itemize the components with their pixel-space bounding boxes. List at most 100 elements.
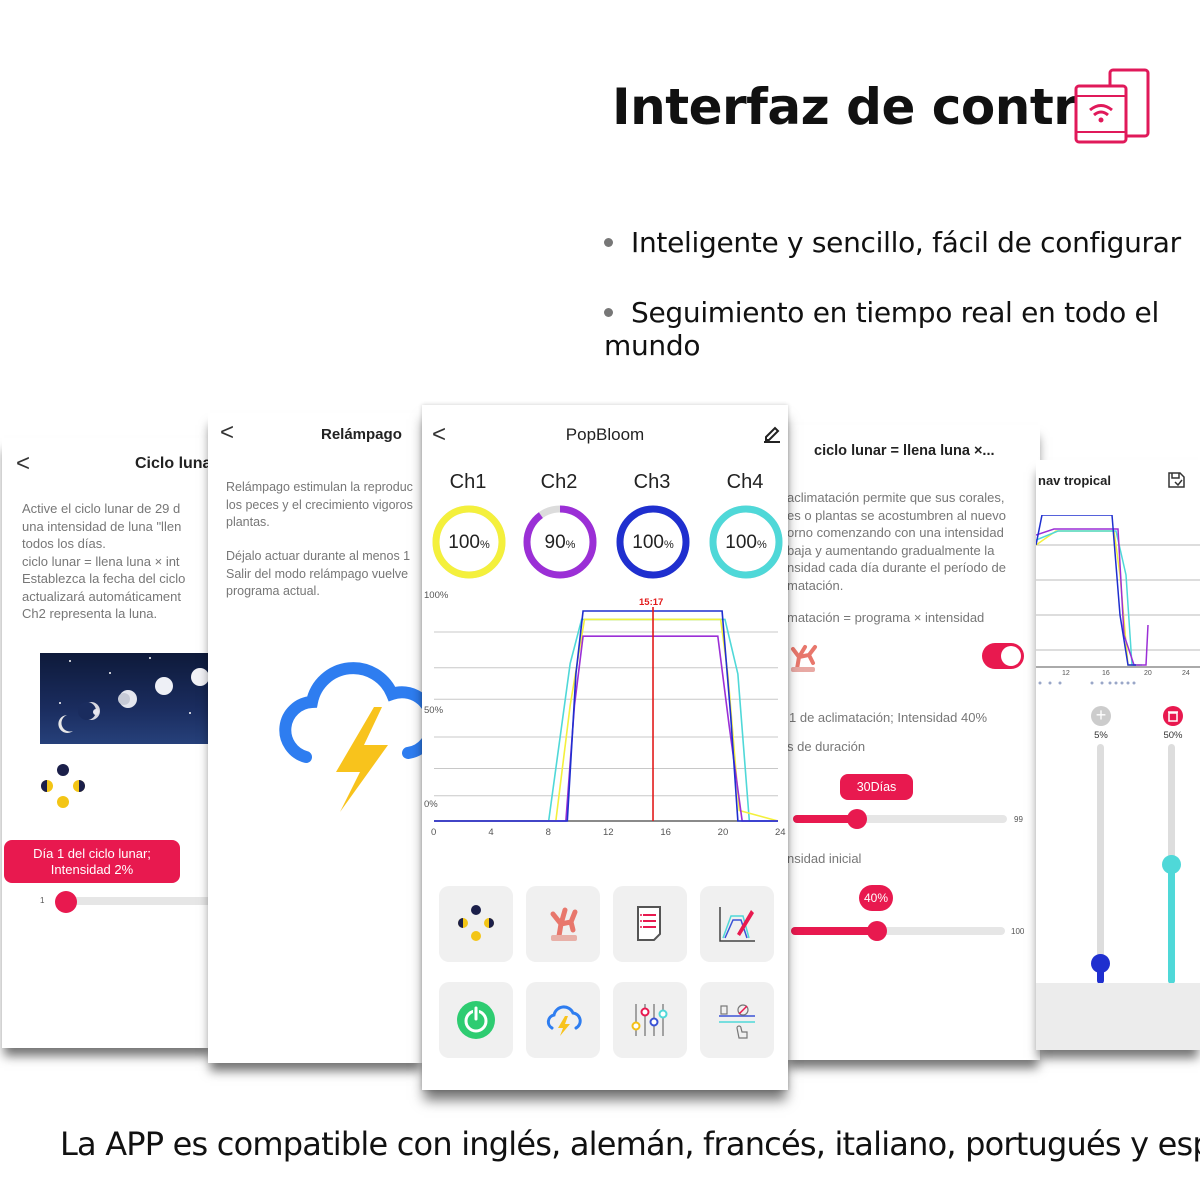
x-tick-label: 20 bbox=[1144, 670, 1152, 675]
coral-icon bbox=[550, 907, 578, 941]
slider-min-label: 1 bbox=[40, 896, 45, 905]
touch-settings-icon bbox=[719, 1004, 755, 1039]
duration-label: s de duración bbox=[787, 739, 866, 754]
formula-text: matación = programa × intensidad bbox=[787, 610, 985, 625]
duration-slider-track[interactable] bbox=[793, 815, 1007, 823]
channel-percent: 100% bbox=[725, 532, 767, 553]
y-tick-label: 50% bbox=[424, 705, 444, 716]
channel-ring[interactable] bbox=[707, 503, 785, 581]
channel-ring-fill bbox=[432, 505, 506, 579]
description-2: Déjalo actuar durante al menos 1 Salir d… bbox=[226, 549, 411, 598]
x-tick-label: 24 bbox=[1182, 670, 1190, 675]
document-list-icon bbox=[637, 906, 661, 941]
intensity-slider-track[interactable] bbox=[791, 927, 1005, 935]
storm-cloud-icon bbox=[546, 1005, 582, 1036]
description: aclimatación permite que sus corales, es… bbox=[787, 490, 1007, 593]
sliders-icon bbox=[631, 1004, 668, 1036]
manual-control-tile[interactable] bbox=[613, 982, 687, 1058]
acclimation-tile[interactable] bbox=[526, 886, 600, 962]
bullet-2: Seguimiento en tiempo real en todo el mu… bbox=[604, 296, 1200, 362]
lunar-slider-track[interactable] bbox=[57, 897, 214, 905]
power-tile[interactable] bbox=[439, 982, 513, 1058]
channel-series-line bbox=[434, 618, 779, 822]
bottom-panel bbox=[1036, 983, 1200, 1050]
bullet-text: Inteligente y sencillo, fácil de configu… bbox=[631, 226, 1181, 259]
description: Active el ciclo lunar de 29 d una intens… bbox=[22, 501, 186, 621]
screen-title: Ciclo luna bbox=[135, 455, 212, 472]
duration-slider-fill bbox=[793, 815, 858, 823]
screen-title: Relámpago bbox=[321, 426, 402, 443]
chart-edit-icon bbox=[719, 907, 755, 942]
channel-ring-fill bbox=[616, 505, 690, 579]
intensity-slider-knob[interactable] bbox=[866, 921, 887, 941]
channel-label: Ch2 bbox=[540, 471, 578, 493]
x-tick-label: 12 bbox=[603, 827, 614, 838]
channel-percent: 100% bbox=[448, 532, 490, 553]
initial-intensity-label: nsidad inicial bbox=[787, 851, 862, 866]
x-tick-label: 8 bbox=[546, 827, 551, 838]
screen-title: PopBloom bbox=[565, 425, 645, 444]
vertical-slider-2-fill bbox=[1168, 864, 1175, 984]
acclimation-screen: ciclo lunar = llena luna ×... aclimataci… bbox=[785, 425, 1040, 1060]
save-icon[interactable] bbox=[1166, 470, 1186, 490]
y-tick-label: 100% bbox=[424, 590, 449, 601]
y-tick-label: 0% bbox=[424, 799, 438, 810]
duration-max: 99 bbox=[1014, 815, 1023, 824]
coral-icon bbox=[787, 639, 821, 673]
storm-cloud-icon bbox=[276, 637, 423, 817]
moon-cycle-icon bbox=[38, 763, 88, 809]
add-point-button[interactable]: + bbox=[1091, 706, 1111, 726]
x-tick-label: 16 bbox=[660, 827, 671, 838]
channel-series-line bbox=[434, 618, 778, 822]
bullet-text: Seguimiento en tiempo real en todo el mu… bbox=[604, 296, 1159, 362]
tropical-program-screen: nav tropical 12 16 20 24 bbox=[1036, 460, 1200, 1050]
acclimation-toggle[interactable] bbox=[982, 643, 1024, 669]
moon-phases-image bbox=[40, 653, 214, 744]
channel-ring[interactable] bbox=[614, 503, 692, 581]
bullet-dot bbox=[604, 237, 613, 247]
channel-ring[interactable] bbox=[521, 503, 599, 581]
custom-curve-tile[interactable] bbox=[700, 886, 774, 962]
program-list-tile[interactable] bbox=[613, 886, 687, 962]
moon-cycle-tile[interactable] bbox=[439, 886, 513, 962]
slider1-value: 5% bbox=[1094, 730, 1108, 741]
x-tick-label: 12 bbox=[1062, 670, 1070, 675]
bullet-1: Inteligente y sencillo, fácil de configu… bbox=[604, 226, 1181, 259]
channel-series-line bbox=[434, 610, 778, 822]
intensity-slider-fill bbox=[791, 927, 877, 935]
x-tick-label: 20 bbox=[718, 827, 729, 838]
screen-title: nav tropical bbox=[1038, 473, 1111, 488]
channel-label: Ch1 bbox=[449, 471, 487, 493]
back-button[interactable]: < bbox=[16, 450, 31, 477]
back-button[interactable]: < bbox=[432, 421, 447, 448]
lunar-slider-knob[interactable] bbox=[55, 891, 77, 913]
edit-icon[interactable] bbox=[762, 423, 782, 443]
slider2-value: 50% bbox=[1163, 730, 1183, 741]
channel-ring[interactable] bbox=[430, 503, 508, 581]
bullet-dot bbox=[604, 307, 613, 317]
settings-tile[interactable] bbox=[700, 982, 774, 1058]
channel-label: Ch4 bbox=[726, 471, 764, 493]
channel-label: Ch3 bbox=[633, 471, 671, 493]
back-button[interactable]: < bbox=[220, 419, 235, 446]
day-intensity-text: 1 de aclimatación; Intensidad 40% bbox=[789, 710, 988, 725]
channel-ring-fill bbox=[523, 505, 597, 579]
vertical-slider-2-knob[interactable] bbox=[1162, 855, 1181, 874]
vertical-slider-1-knob[interactable] bbox=[1091, 954, 1110, 973]
intensity-badge: 40% bbox=[859, 885, 893, 911]
headline: Interfaz de control bbox=[612, 78, 1128, 136]
schedule-chart: 12 16 20 24 bbox=[1036, 514, 1200, 677]
footer-text: La APP es compatible con inglés, alemán,… bbox=[60, 1125, 1200, 1163]
lunar-day-badge: Día 1 del ciclo lunar; Intensidad 2% bbox=[4, 840, 180, 883]
x-tick-label: 16 bbox=[1102, 670, 1110, 675]
duration-badge: 30Días bbox=[840, 774, 913, 800]
vertical-slider-1-track[interactable] bbox=[1097, 744, 1104, 984]
duration-slider-knob[interactable] bbox=[847, 809, 868, 829]
description-1: Relámpago estimulan la reproduc los pece… bbox=[226, 480, 413, 529]
point-markers bbox=[1036, 680, 1146, 686]
delete-button[interactable] bbox=[1163, 706, 1183, 726]
channel-ring-fill bbox=[709, 505, 783, 579]
lightning-tile[interactable] bbox=[526, 982, 600, 1058]
x-tick-label: 0 bbox=[431, 827, 436, 838]
